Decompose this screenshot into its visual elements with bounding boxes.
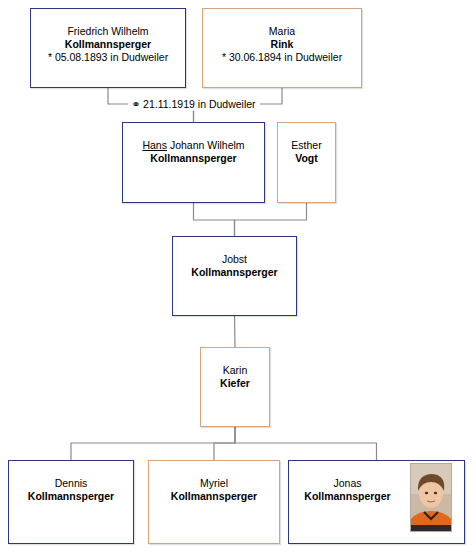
call-name: Hans bbox=[142, 139, 167, 151]
surname: Vogt bbox=[295, 152, 318, 164]
surname: Kollmannsperger bbox=[150, 152, 236, 164]
given-name: Karin bbox=[223, 364, 248, 376]
text-line: Myriel bbox=[149, 477, 279, 490]
text-line: Kiefer bbox=[201, 377, 269, 390]
family-line bbox=[235, 203, 307, 236]
text-line: Rink bbox=[203, 38, 361, 51]
text-line: Kollmannsperger bbox=[31, 38, 185, 51]
surname: Rink bbox=[271, 38, 294, 50]
text-line: Kollmannsperger bbox=[149, 490, 279, 503]
person-box: MyrielKollmannsperger bbox=[148, 460, 280, 544]
text-line: Vogt bbox=[278, 152, 335, 165]
text-line: Kollmannsperger bbox=[123, 152, 264, 165]
text-line: Kollmannsperger bbox=[173, 266, 296, 279]
portrait-photo bbox=[410, 463, 452, 532]
text-line: Dennis bbox=[9, 477, 133, 490]
text-line: Friedrich Wilhelm bbox=[31, 25, 185, 38]
family-line bbox=[71, 427, 235, 460]
text-line: Jobst bbox=[173, 253, 296, 266]
text-line: HansJohann Wilhelm bbox=[123, 139, 264, 152]
given-name: Friedrich Wilhelm bbox=[67, 25, 148, 37]
text-line: Jonas bbox=[289, 477, 406, 490]
given-name: Johann Wilhelm bbox=[170, 139, 245, 151]
surname: Kiefer bbox=[220, 377, 250, 389]
text-line: Esther bbox=[278, 139, 335, 152]
surname: Kollmannsperger bbox=[191, 266, 277, 278]
given-name: Jonas bbox=[333, 477, 361, 489]
surname: Kollmannsperger bbox=[304, 490, 390, 502]
given-name: Myriel bbox=[200, 477, 228, 489]
given-name: Dennis bbox=[55, 477, 88, 489]
person-box: KarinKiefer bbox=[200, 347, 270, 427]
surname: Kollmannsperger bbox=[28, 490, 114, 502]
text-line: * 30.06.1894 in Dudweiler bbox=[203, 51, 361, 64]
text-line: Kollmannsperger bbox=[289, 490, 406, 503]
person-box: DennisKollmannsperger bbox=[8, 460, 134, 544]
surname: Kollmannsperger bbox=[171, 490, 257, 502]
family-line bbox=[214, 427, 235, 460]
person-box: MariaRink* 30.06.1894 in Dudweiler bbox=[202, 8, 362, 88]
surname: Kollmannsperger bbox=[65, 38, 151, 50]
text-line: Kollmannsperger bbox=[9, 490, 133, 503]
given-name: Jobst bbox=[222, 253, 247, 265]
person-box: EstherVogt bbox=[277, 122, 336, 203]
marriage-date: ⚭ 21.11.1919 in Dudweiler bbox=[127, 98, 259, 111]
person-box: Friedrich WilhelmKollmannsperger* 05.08.… bbox=[30, 8, 186, 88]
family-line bbox=[234, 316, 236, 347]
person-box: HansJohann WilhelmKollmannsperger bbox=[122, 122, 265, 203]
given-name: Maria bbox=[269, 25, 295, 37]
family-line bbox=[194, 203, 235, 236]
birth-date: * 30.06.1894 in Dudweiler bbox=[222, 51, 342, 63]
text-line: * 05.08.1893 in Dudweiler bbox=[31, 51, 185, 64]
given-name: Esther bbox=[291, 139, 321, 151]
text-line: Karin bbox=[201, 364, 269, 377]
birth-date: * 05.08.1893 in Dudweiler bbox=[48, 51, 168, 63]
text-line: Maria bbox=[203, 25, 361, 38]
person-box: JobstKollmannsperger bbox=[172, 236, 297, 316]
family-line bbox=[235, 427, 377, 460]
